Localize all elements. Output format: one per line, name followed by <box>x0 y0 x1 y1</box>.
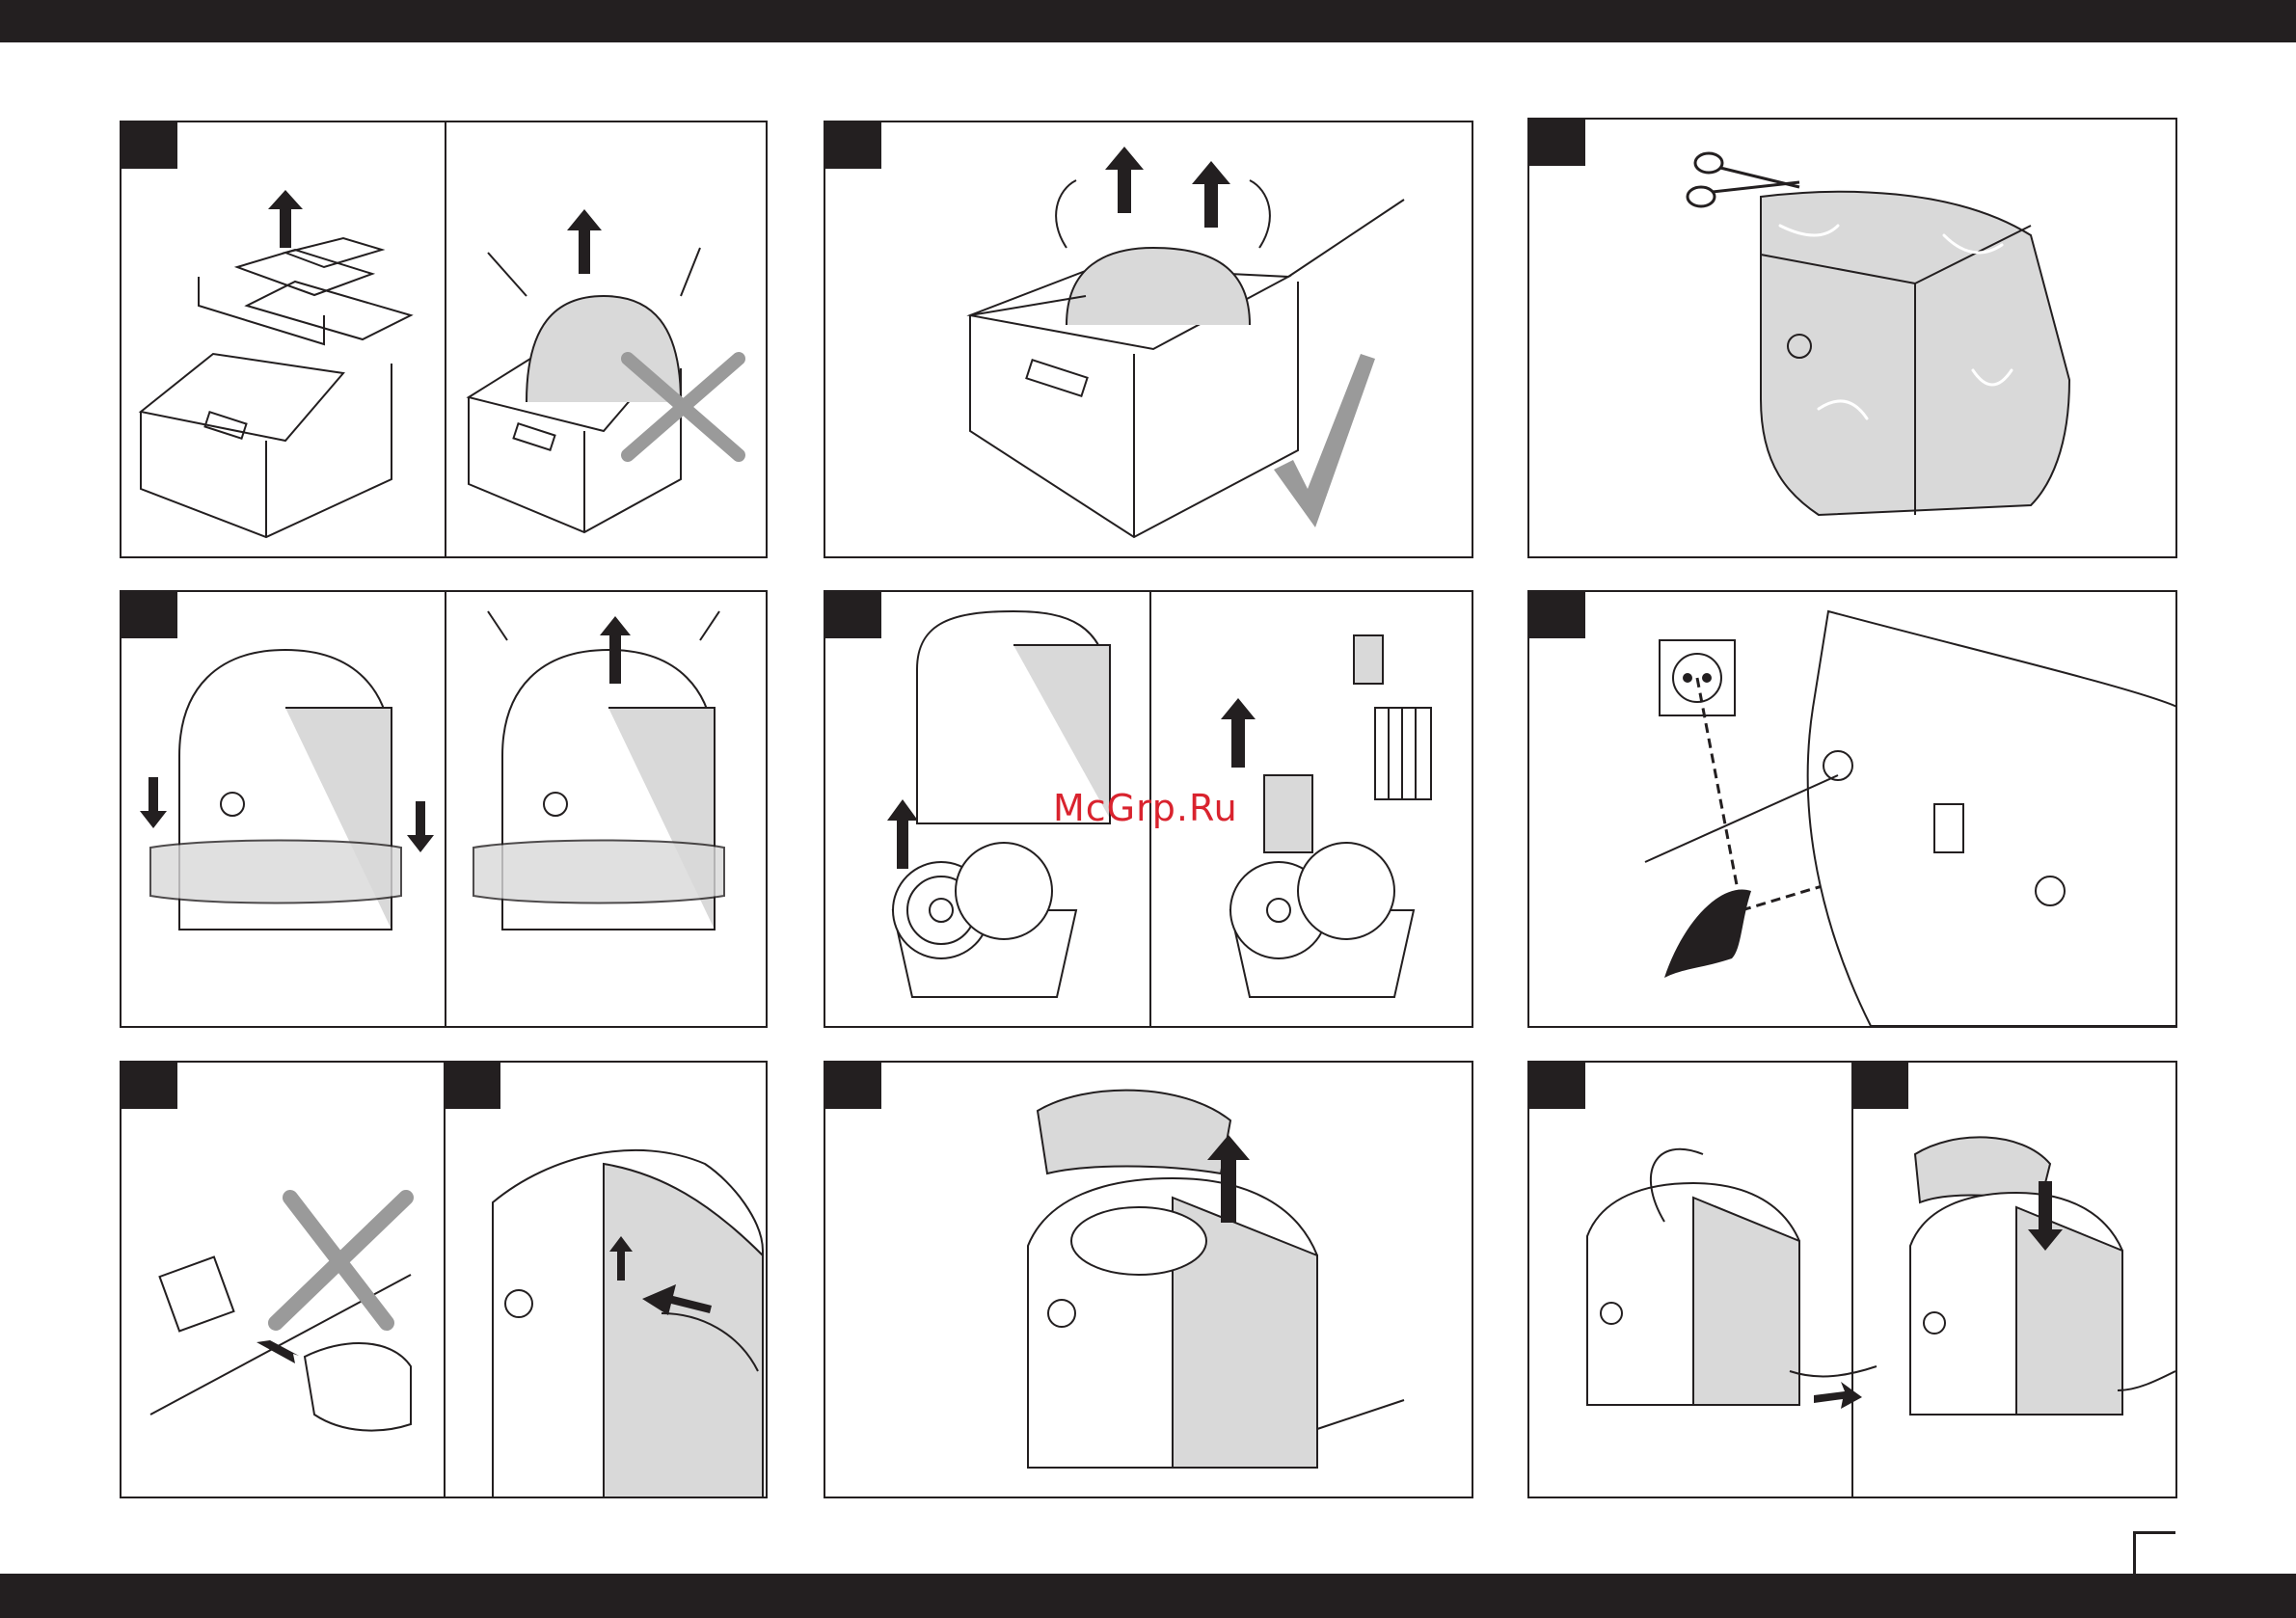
checkmark-icon <box>1274 354 1375 527</box>
arrow-up-icon <box>1192 161 1230 228</box>
cross-icon <box>276 1198 406 1323</box>
eye-icon <box>1664 889 1751 978</box>
illustration-remove-cover <box>825 1063 1473 1498</box>
step-panel-reassemble <box>1527 1061 2177 1498</box>
illustration-reassemble <box>1529 1063 2177 1498</box>
cross-icon <box>628 359 739 455</box>
illustration-check-label <box>1529 592 2177 1028</box>
arrow-up-icon <box>268 190 303 248</box>
wall-socket-icon <box>160 1257 234 1332</box>
watermark-text: McGrp.Ru <box>1053 787 1238 829</box>
step-panel-check-label <box>1527 590 2177 1028</box>
step-panel-remove-cover <box>824 1061 1473 1498</box>
lid-icon <box>1038 1091 1230 1173</box>
illustration-cut-bag <box>1529 120 2177 558</box>
arrow-down-icon <box>140 777 167 828</box>
arrow-up-icon <box>1105 147 1144 213</box>
bottom-bar <box>0 1574 2296 1618</box>
plug-icon <box>2118 1371 2175 1390</box>
arrow-down-icon <box>407 801 434 852</box>
filter-cartridge-icon <box>1354 635 1431 799</box>
step-panel-lift-out <box>824 121 1473 558</box>
arrow-up-icon <box>1221 698 1256 768</box>
step-panel-unplug-open <box>120 1061 768 1498</box>
arrow-icon <box>1814 1382 1862 1409</box>
step-panel-unpack <box>120 121 768 558</box>
step-panel-cut-bag <box>1527 118 2177 558</box>
arrow-up-icon <box>567 209 602 274</box>
plug-icon <box>1317 1400 1404 1429</box>
arrow-up-icon <box>887 799 918 869</box>
step-panel-remove-foam <box>120 590 768 1028</box>
arrow-icon <box>257 1340 299 1363</box>
illustration-unplug-open <box>122 1063 768 1498</box>
illustration-remove-foam <box>122 592 768 1028</box>
top-bar <box>0 0 2296 42</box>
illustration-unpack <box>122 122 768 558</box>
page-number-box <box>2133 1531 2175 1574</box>
box-icon <box>141 354 343 441</box>
illustration-lift-out <box>825 122 1473 558</box>
